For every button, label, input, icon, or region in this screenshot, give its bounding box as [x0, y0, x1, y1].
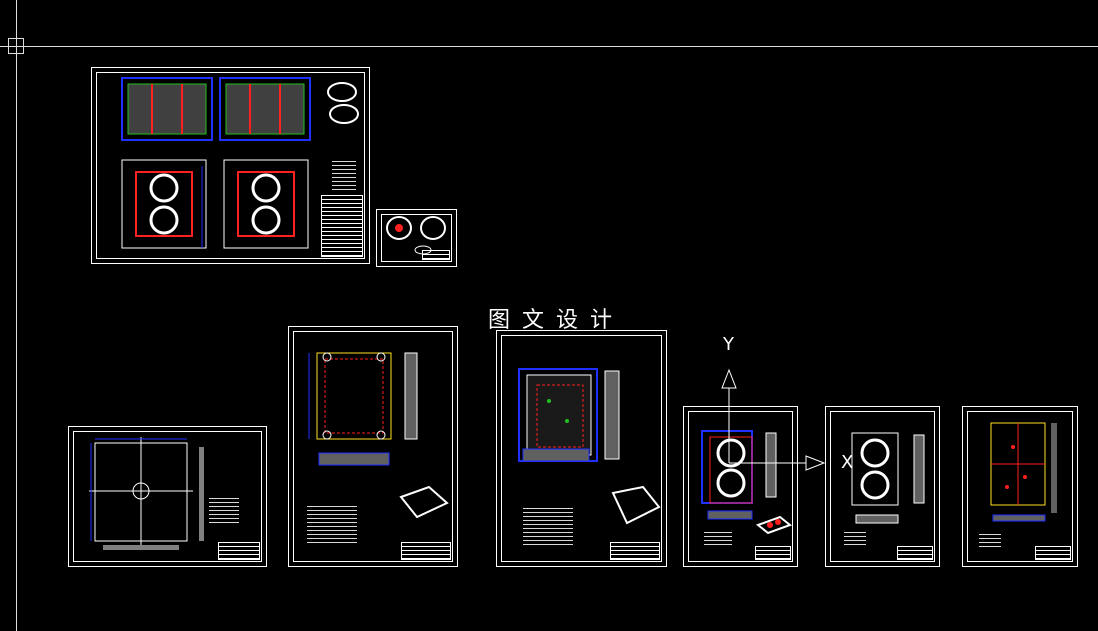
plate-drawing — [308, 352, 449, 519]
drawing-sheet-plate-1[interactable] — [68, 426, 267, 567]
title-block — [401, 542, 451, 560]
sheet-border — [830, 411, 935, 562]
title-block — [218, 542, 260, 560]
title-block — [422, 250, 450, 260]
drawing-sheet-assembly[interactable] — [91, 67, 370, 264]
title-block — [755, 546, 791, 560]
sheet-border — [688, 411, 793, 562]
plate-drawing — [89, 437, 204, 550]
crosshair-vertical — [16, 0, 17, 631]
ucs-y-label: Y — [723, 334, 734, 355]
title-block — [610, 542, 660, 560]
plate-drawing — [701, 430, 793, 535]
drawing-sheet-plate-6[interactable] — [962, 406, 1078, 567]
drawing-sheet-plate-3[interactable] — [496, 330, 667, 567]
assembly-drawing — [121, 77, 359, 249]
watermark-text: 图文设计 — [488, 308, 625, 333]
sheet-border — [96, 72, 365, 259]
plate-drawing — [518, 368, 661, 525]
title-block — [321, 195, 363, 257]
sheet-border — [967, 411, 1073, 562]
sheet-border — [293, 331, 453, 562]
drawing-sheet-part[interactable] — [376, 209, 457, 267]
drawing-sheet-plate-5[interactable] — [825, 406, 940, 567]
title-block — [1035, 546, 1071, 560]
crosshair-horizontal — [0, 46, 1098, 47]
sheet-border — [501, 335, 662, 562]
drawing-sheet-plate-4[interactable] — [683, 406, 798, 567]
sheet-border — [381, 214, 452, 262]
plate-drawing — [990, 422, 1057, 522]
sheet-border — [73, 431, 262, 562]
drawing-sheet-plate-2[interactable] — [288, 326, 458, 567]
title-block — [897, 546, 933, 560]
plate-drawing — [851, 432, 925, 524]
ucs-x-label: X — [841, 452, 854, 473]
cursor-pickbox — [8, 38, 24, 54]
